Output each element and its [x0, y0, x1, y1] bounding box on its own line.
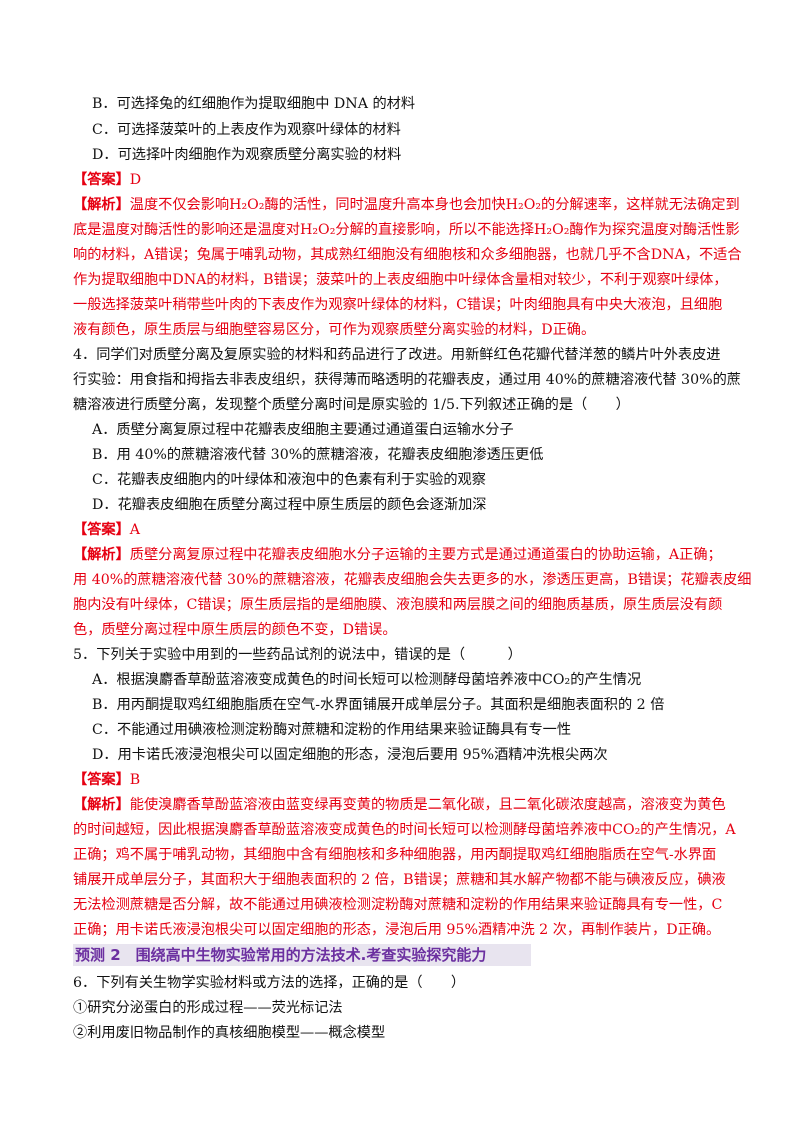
analysis-tag: 【解析】	[73, 547, 130, 563]
q5-option-a: A．根据溴麝香草酚蓝溶液变成黄色的时间长短可以检测酵母菌培养液中CO₂的产生情况	[92, 672, 642, 688]
q5-analysis-line-3: 正确；鸡不属于哺乳动物，其细胞中含有细胞核和多种细胞器，用丙酮提取鸡红细胞脂质在…	[73, 847, 717, 863]
q3-analysis-line-4: 作为提取细胞中DNA的材料，B错误；菠菜叶的上表皮细胞中叶绿体含量相对较少，不利…	[73, 272, 728, 288]
q3-option-c: C．可选择菠菜叶的上表皮作为观察叶绿体的材料	[92, 122, 401, 138]
q4-answer: 【答案】A	[73, 520, 140, 540]
q5-analysis-line-6: 正确；用卡诺氏液浸泡根尖可以固定细胞的形态，浸泡后用 95%酒精冲洗 2 次，再…	[73, 922, 721, 938]
q3-option-d: D．可选择叶肉细胞作为观察质壁分离实验的材料	[92, 147, 402, 163]
q4-option-d: D．花瓣表皮细胞在质壁分离过程中原生质层的颜色会逐渐加深	[92, 497, 487, 513]
answer-value: A	[129, 522, 141, 538]
q6-item-2: ②利用废旧物品制作的真核细胞模型——概念模型	[73, 1025, 386, 1041]
q5-analysis-line-2: 的时间越短，因此根据溴麝香草酚蓝溶液变成黄色的时间长短可以检测酵母菌培养液中CO…	[73, 822, 736, 838]
q5-stem: 5．下列关于实验中用到的一些药品试剂的说法中，错误的是（ ）	[73, 647, 522, 663]
analysis-tag: 【解析】	[73, 797, 130, 813]
q3-answer: 【答案】D	[73, 170, 141, 190]
q4-option-b: B．用 40%的蔗糖溶液代替 30%的蔗糖溶液，花瓣表皮细胞渗透压更低	[92, 447, 544, 463]
q3-analysis-line-6: 液有颜色，原生质层与细胞壁容易区分，可作为观察质壁分离实验的材料，D正确。	[73, 322, 596, 338]
q4-stem-line-3: 糖溶液进行质壁分离，发现整个质壁分离时间是原实验的 1/5.下列叙述正确的是（ …	[73, 397, 630, 413]
section-banner-bg	[73, 944, 531, 966]
answer-tag: 【答案】	[73, 172, 130, 188]
q5-analysis-line-4: 铺展开成单层分子，其面积大于细胞表面积的 2 倍，B错误；蔗糖和其水解产物都不能…	[73, 872, 726, 888]
q4-analysis-line-2: 用 40%的蔗糖溶液代替 30%的蔗糖溶液，花瓣表皮细胞会失去更多的水，渗透压更…	[73, 572, 752, 588]
q3-analysis-line-5: 一般选择菠菜叶稍带些叶肉的下表皮作为观察叶绿体的材料，C错误；叶肉细胞具有中央大…	[73, 297, 723, 313]
q5-analysis-line-5: 无法检测蔗糖是否分解，故不能通过用碘液检测淀粉酶对蔗糖和淀粉的作用结果来验证酶具…	[73, 897, 723, 913]
q3-analysis-line-2: 底是温度对酶活性的影响还是温度对H₂O₂分解的直接影响，所以不能选择H₂O₂酶作…	[73, 222, 740, 238]
q6-item-1: ①研究分泌蛋白的形成过程——荧光标记法	[73, 1000, 343, 1016]
q4-analysis-line-1: 【解析】质壁分离复原过程中花瓣表皮细胞水分子运输的主要方式是通过通道蛋白的协助运…	[73, 547, 722, 563]
q5-option-c: C．不能通过用碘液检测淀粉酶对蔗糖和淀粉的作用结果来验证酶具有专一性	[92, 722, 572, 738]
q5-answer: 【答案】B	[73, 770, 140, 790]
q4-analysis-line-3: 胞内没有叶绿体，C错误；原生质层指的是细胞膜、液泡膜和两层膜之间的细胞质基质，原…	[73, 597, 723, 613]
q3-analysis-line-3: 响的材料，A错误；兔属于哺乳动物，其成熟红细胞没有细胞核和众多细胞器，也就几乎不…	[73, 247, 742, 263]
q6-stem: 6．下列有关生物学实验材料或方法的选择，正确的是（ ）	[73, 975, 466, 991]
q5-option-b: B．用丙酮提取鸡红细胞脂质在空气-水界面铺展开成单层分子。其面积是细胞表面积的 …	[92, 697, 665, 713]
section-title: 预测 2 围绕高中生物实验常用的方法技术.考查实验探究能力	[75, 946, 487, 964]
q5-option-d: D．用卡诺氏液浸泡根尖可以固定细胞的形态，浸泡后要用 95%酒精冲洗根尖两次	[92, 747, 608, 763]
q3-option-b: B．可选择兔的红细胞作为提取细胞中 DNA 的材料	[92, 96, 416, 112]
q5-analysis-line-1: 【解析】能使溴麝香草酚蓝溶液由蓝变绿再变黄的物质是二氧化碳，且二氧化碳浓度越高，…	[73, 797, 726, 813]
q3-analysis-line-1: 【解析】温度不仅会影响H₂O₂酶的活性，同时温度升高本身也会加快H₂O₂的分解速…	[73, 197, 740, 213]
q4-stem-line-2: 行实验：用食指和拇指去非表皮组织，获得薄而略透明的花瓣表皮，通过用 40%的蔗糖…	[73, 372, 741, 388]
answer-value: D	[129, 172, 142, 188]
answer-tag: 【答案】	[73, 772, 130, 788]
q4-option-c: C．花瓣表皮细胞内的叶绿体和液泡中的色素有利于实验的观察	[92, 472, 486, 488]
q4-stem-line-1: 4．同学们对质壁分离及复原实验的材料和药品进行了改进。用新鲜红色花瓣代替洋葱的鳞…	[73, 347, 721, 363]
answer-tag: 【答案】	[73, 522, 130, 538]
analysis-tag: 【解析】	[73, 197, 130, 213]
q4-analysis-line-4: 色，质壁分离过程中原生质层的颜色不变，D错误。	[73, 622, 397, 638]
q4-option-a: A．质壁分离复原过程中花瓣表皮细胞主要通过通道蛋白运输水分子	[92, 422, 514, 438]
answer-value: B	[129, 772, 141, 788]
